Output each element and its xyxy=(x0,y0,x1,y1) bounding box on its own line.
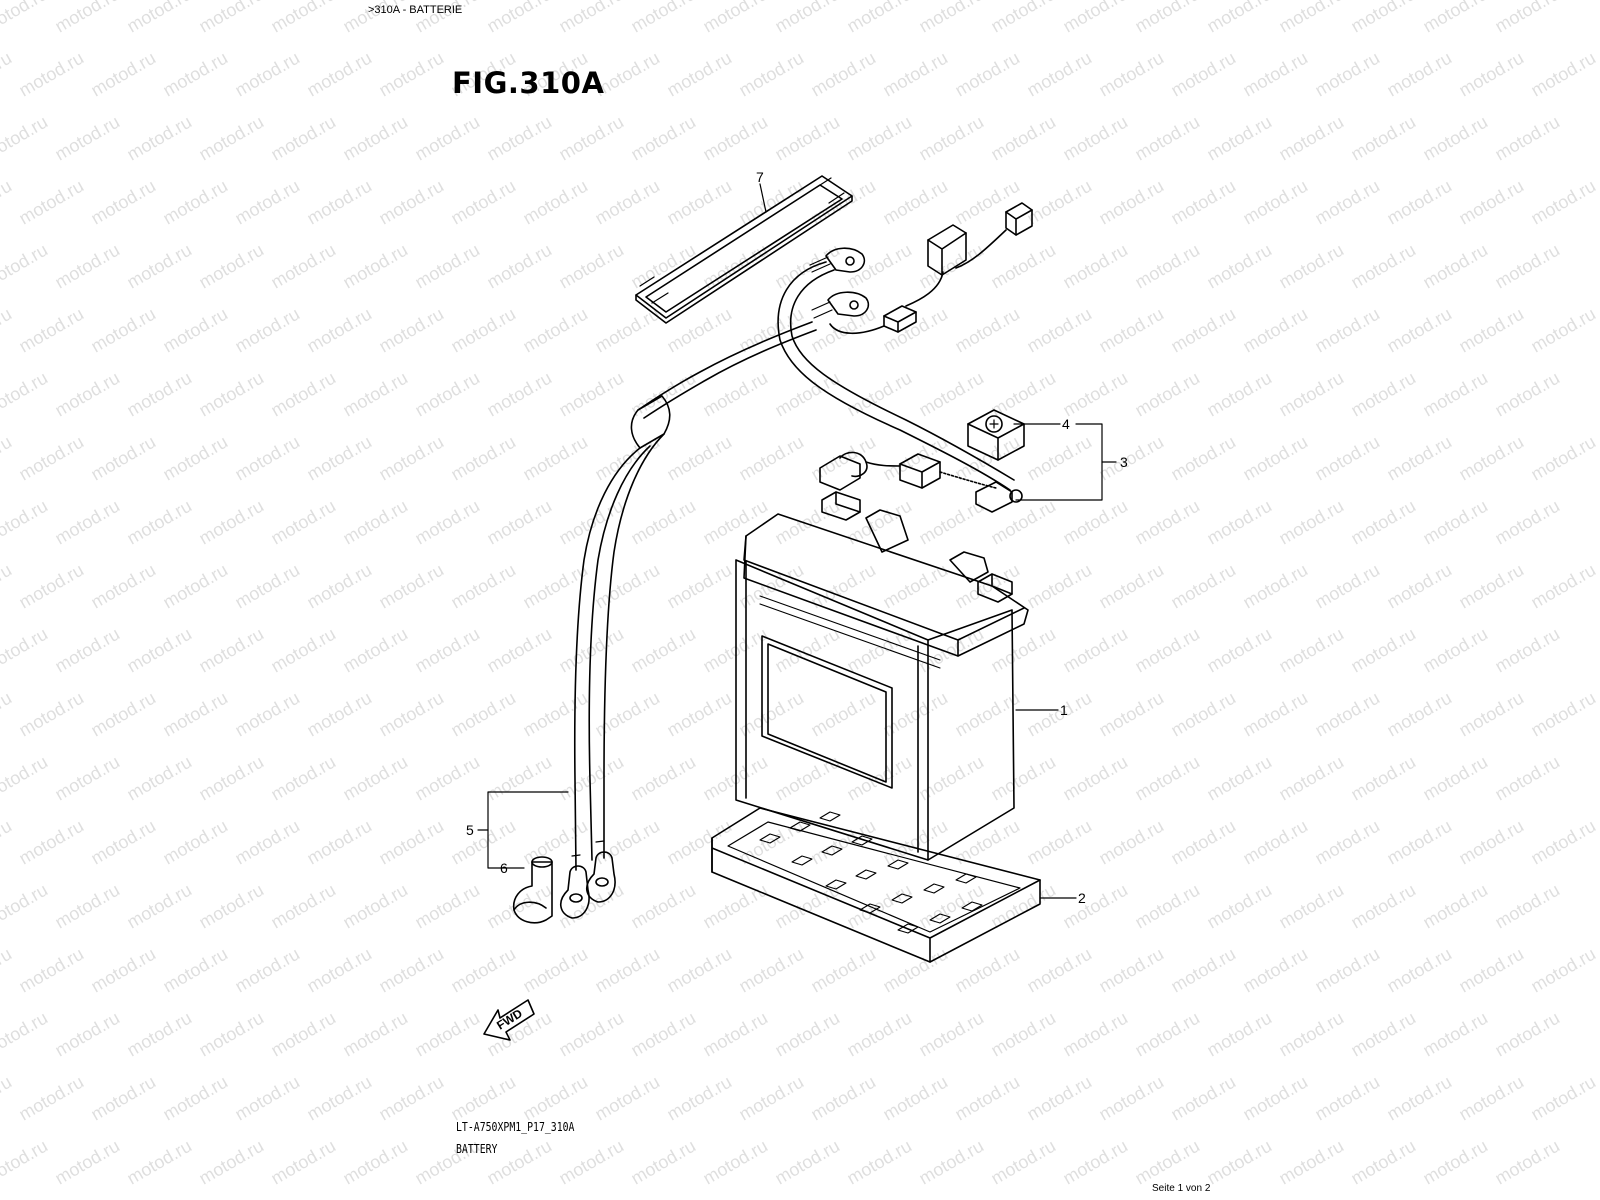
model-code: LT-A750XPM1_P17_310A xyxy=(456,1120,575,1134)
callout-part-1: 1 xyxy=(1060,702,1068,718)
page-indicator: Seite 1 von 2 xyxy=(1152,1183,1211,1194)
fwd-arrow-icon xyxy=(483,999,535,1041)
wiring-harness xyxy=(560,202,1033,919)
terminal-cover xyxy=(967,409,1025,461)
breadcrumb: >310A - BATTERIE xyxy=(368,4,463,16)
terminal-cap xyxy=(512,856,553,924)
section-name: BATTERY xyxy=(456,1142,498,1156)
callout-part-5: 5 xyxy=(466,822,474,838)
leader-lines xyxy=(477,183,1117,899)
callout-part-6: 6 xyxy=(500,860,508,876)
callout-part-4: 4 xyxy=(1062,416,1070,432)
callout-part-3: 3 xyxy=(1120,454,1128,470)
battery xyxy=(735,491,1029,861)
callout-part-2: 2 xyxy=(1078,890,1086,906)
battery-tray xyxy=(711,807,1041,963)
callout-part-7: 7 xyxy=(756,169,764,185)
battery-strap xyxy=(635,175,853,324)
figure-title: FIG.310A xyxy=(452,66,605,100)
